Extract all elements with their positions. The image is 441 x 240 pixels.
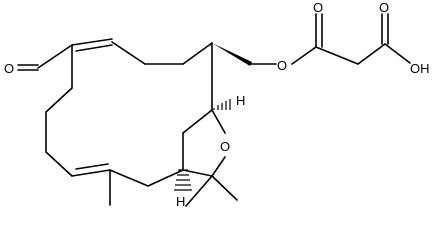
- chemical-structure: O O O O OH: [4, 0, 430, 209]
- aldehyde-oxygen-label: O: [4, 61, 14, 76]
- macrocycle-ring: [45, 38, 213, 206]
- ester-oxygen-label: O: [277, 58, 287, 73]
- ring-oxygen-label: O: [220, 139, 230, 154]
- stereo-centers: H H: [174, 93, 245, 209]
- acid-carbonyl-oxygen-label: O: [379, 0, 389, 15]
- stereo-h-upper-label: H: [236, 93, 245, 108]
- aldehyde-group: O: [4, 44, 73, 76]
- tetrahydrofuran-ring: O: [182, 109, 238, 207]
- ester-carbonyl-oxygen-label: O: [313, 0, 323, 15]
- acid-hydroxyl-label: OH: [410, 61, 430, 76]
- ester-side-chain: O O O OH: [212, 0, 430, 76]
- stereo-h-lower-label: H: [176, 194, 185, 209]
